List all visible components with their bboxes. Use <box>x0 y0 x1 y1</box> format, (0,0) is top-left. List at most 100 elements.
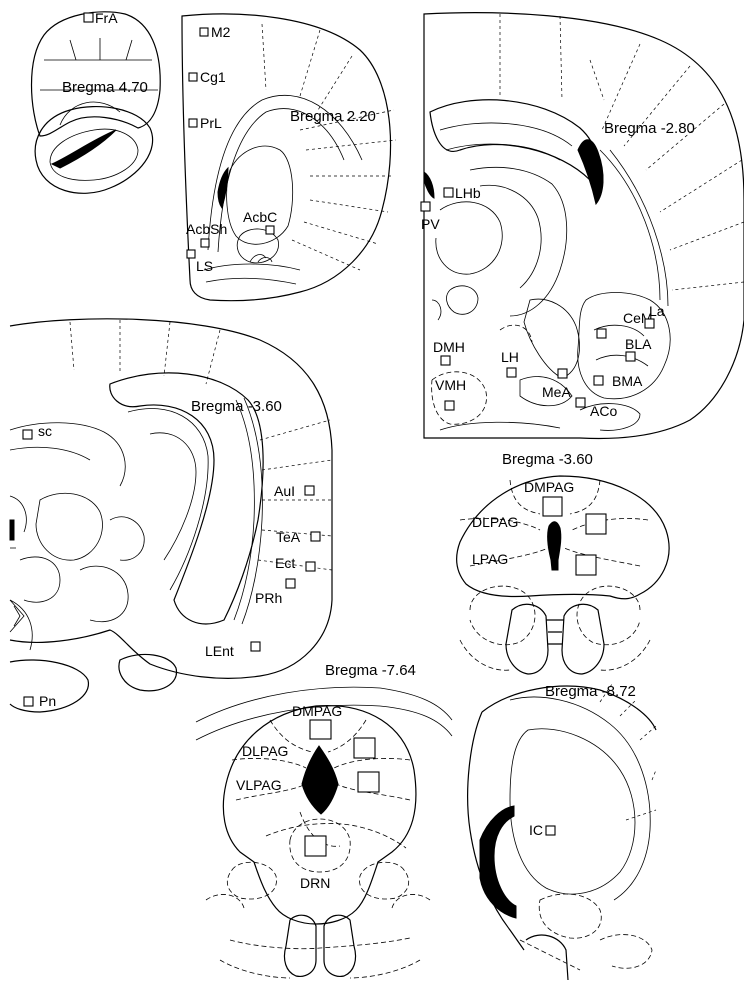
label-dlpag: DLPAG <box>472 514 518 530</box>
region-marker <box>445 401 454 410</box>
panel-title-bregma-2-20: Bregma 2.20 <box>290 108 376 125</box>
region-marker <box>286 579 295 588</box>
lateral-ventricle <box>578 140 603 204</box>
label-dmpag: DMPAG <box>292 703 342 719</box>
label-prl: PrL <box>200 115 222 131</box>
region-marker <box>543 497 562 516</box>
region-marker <box>24 697 33 706</box>
label-lpag: LPAG <box>472 551 508 567</box>
region-marker <box>421 202 430 211</box>
region-marker <box>189 119 197 127</box>
region-marker <box>305 486 314 495</box>
region-marker <box>626 352 635 361</box>
layer-lines <box>600 684 656 820</box>
aqueduct-marker <box>10 520 14 540</box>
label-bla: BLA <box>625 336 652 352</box>
ventricle <box>52 130 116 168</box>
panel-title-bregma-minus-8-72: Bregma -8.72 <box>545 683 636 700</box>
label-pn: Pn <box>39 693 56 709</box>
region-marker <box>251 642 260 651</box>
label-sc: sc <box>38 423 52 439</box>
region-marker <box>558 369 567 378</box>
label-acbsh: AcbSh <box>186 221 227 237</box>
region-marker <box>354 738 375 758</box>
label-lhb: LHb <box>455 185 481 201</box>
panel-title-bregma-minus-3-60: Bregma -3.60 <box>191 398 282 415</box>
bottom-dashes <box>220 960 420 978</box>
panel-bregma-2-20: M2 Cg1 PrL Bregma 2.20 AcbC AcbSh LS <box>182 14 396 301</box>
cortical-layer-lines <box>500 14 744 290</box>
ventral-structure <box>119 654 177 690</box>
label-vmh: VMH <box>435 377 466 393</box>
internal-capsule <box>524 299 580 378</box>
ic-boundary <box>510 729 635 894</box>
region-marker <box>306 562 315 571</box>
region-marker <box>576 555 596 575</box>
aqueduct <box>548 522 561 570</box>
label-tea: TeA <box>276 529 301 545</box>
section-outline <box>424 13 744 439</box>
ventral-structure <box>506 604 604 674</box>
region-marker <box>189 73 197 81</box>
label-cg1: Cg1 <box>200 69 226 85</box>
hippocampus-outer <box>430 100 596 180</box>
ventral-dashes <box>520 894 652 970</box>
midbrain-left <box>10 496 32 650</box>
region-marker <box>200 28 208 36</box>
region-marker <box>594 376 603 385</box>
region-marker <box>444 188 453 197</box>
panel-bregma-minus-3-60-large: Bregma -3.60 sc AuI TeA Ect PRh LEnt Pn <box>10 319 332 712</box>
panel-bregma-minus-2-80: Bregma -2.80 LHb PV CeM La BLA DMH LH BM… <box>421 13 744 439</box>
region-marker <box>358 772 379 792</box>
label-ect: Ect <box>275 555 295 571</box>
region-marker <box>507 368 516 377</box>
panel-title-bregma-4-70: Bregma 4.70 <box>62 79 148 96</box>
label-prh: PRh <box>255 590 282 606</box>
label-bma: BMA <box>612 373 643 389</box>
third-ventricle-edge <box>424 172 434 198</box>
region-marker <box>441 356 450 365</box>
region-marker <box>305 836 326 856</box>
ventral-contours <box>204 255 300 284</box>
region-marker <box>576 398 585 407</box>
inner-contour <box>50 129 138 180</box>
aqueduct <box>302 746 338 814</box>
region-marker <box>310 720 331 739</box>
label-dmpag: DMPAG <box>524 479 574 495</box>
region-marker <box>187 250 195 258</box>
label-vlpag: VLPAG <box>236 777 282 793</box>
striatum-outline <box>227 146 293 244</box>
label-lh: LH <box>501 349 519 365</box>
colliculus-outline <box>510 697 650 900</box>
thalamus-contours <box>20 493 144 621</box>
hippocampus-inner <box>440 123 572 316</box>
region-marker <box>84 13 93 22</box>
region-marker <box>311 532 320 541</box>
panel-title-bregma-minus-3-60-pag: Bregma -3.60 <box>502 451 593 468</box>
label-fra: FrA <box>95 10 118 26</box>
panel-bregma-minus-3-60-pag: Bregma -3.60 DMPAG DLPAG LPAG <box>457 451 669 674</box>
region-marker <box>546 826 555 835</box>
label-mea: MeA <box>542 384 571 400</box>
panel-bregma-minus-7-64: Bregma -7.64 DMPAG DLPAG VLPAG DRN <box>196 662 452 978</box>
region-marker <box>586 514 606 534</box>
label-dmh: DMH <box>433 339 465 355</box>
panel-title-bregma-minus-2-80: Bregma -2.80 <box>604 120 695 137</box>
label-drn: DRN <box>300 875 330 891</box>
label-ls: LS <box>196 258 213 274</box>
thalamus-contours <box>432 202 502 320</box>
ventricle-crescent <box>480 806 516 918</box>
region-marker <box>597 329 606 338</box>
section-outline <box>32 12 161 136</box>
region-marker <box>201 239 209 247</box>
region-marker <box>266 226 274 234</box>
label-pv: PV <box>421 216 440 232</box>
panel-bregma-minus-8-72: Bregma -8.72 IC <box>468 683 656 980</box>
cortex-inner-boundary <box>600 150 668 306</box>
triangle-marker <box>10 600 24 632</box>
label-la: La <box>649 303 665 319</box>
label-aui: AuI <box>274 483 295 499</box>
label-dlpag: DLPAG <box>242 743 288 759</box>
region-marker <box>645 319 654 328</box>
